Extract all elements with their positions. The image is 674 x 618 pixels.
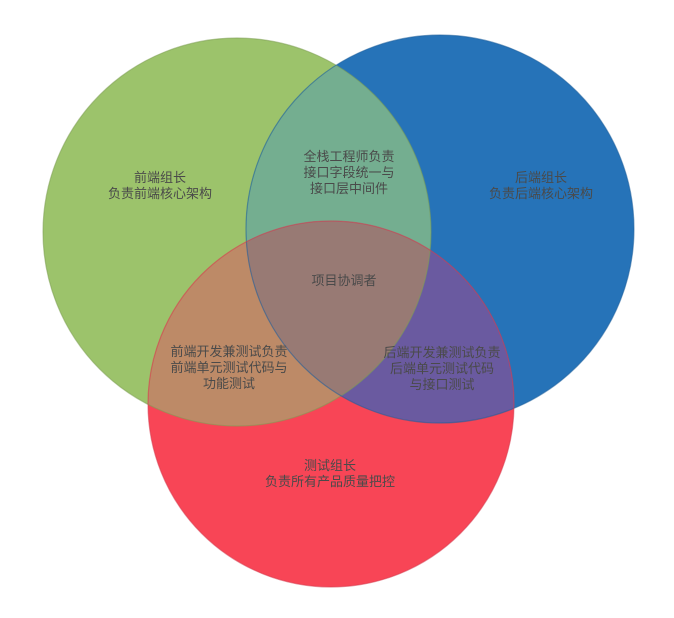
backend-label-line2: 负责后端核心架构: [489, 187, 593, 202]
frontend-circle-outline: [42, 37, 432, 427]
frontend-testing-label-line2: 前端单元测试代码与: [170, 360, 287, 376]
frontend-testing-label-line3: 功能测试: [203, 377, 255, 392]
backend-testing-label-line1: 后端开发兼测试负责: [383, 345, 500, 361]
frontend-label-line2: 负责前端核心架构: [108, 186, 212, 202]
frontend-backend-label-line3: 接口层中间件: [310, 181, 388, 197]
testing-label-line2: 负责所有产品质量把控: [265, 475, 395, 490]
frontend-testing-label-line1: 前端开发兼测试负责: [170, 344, 287, 360]
center-label: 项目协调者: [311, 274, 376, 289]
backend-label-line1: 后端组长: [515, 171, 567, 186]
frontend-backend-label-line2: 接口字段统一与: [303, 165, 394, 181]
diagram-labels: 前端组长 负责前端核心架构 后端组长 负责后端核心架构 全栈工程师负责 接口字段…: [108, 149, 593, 490]
frontend-label-line1: 前端组长: [134, 170, 186, 186]
backend-circle-outline: [245, 34, 635, 424]
testing-label-line1: 测试组长: [304, 459, 356, 474]
frontend-backend-label-line1: 全栈工程师负责: [303, 149, 394, 165]
testing-circle-outline: [147, 220, 515, 588]
backend-testing-label-line2: 后端单元测试代码: [390, 362, 494, 377]
backend-testing-label-line3: 与接口测试: [409, 377, 474, 393]
